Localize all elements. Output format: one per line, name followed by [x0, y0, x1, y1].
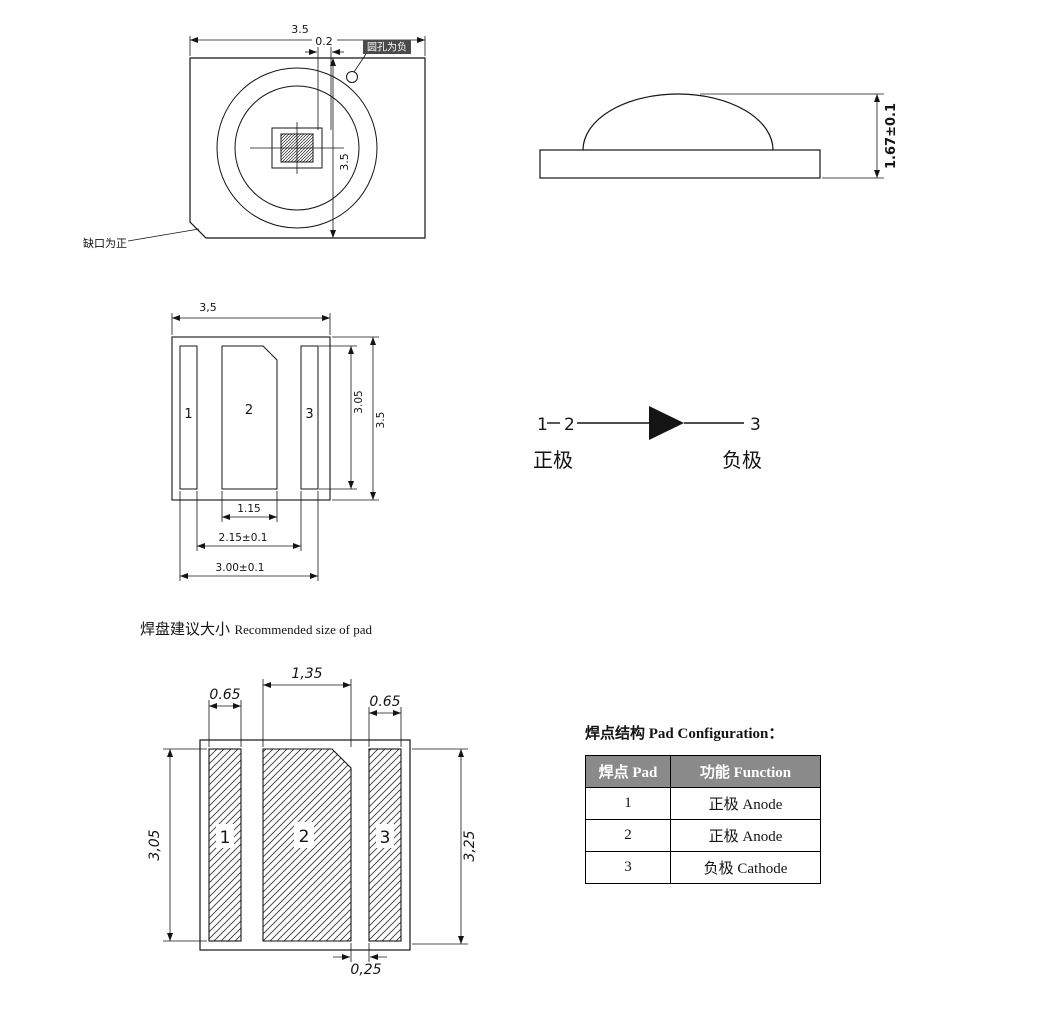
polarity-diagram: 1 2 3 正极 负极 [533, 406, 762, 472]
cathode-label: 负极 [722, 448, 762, 472]
polarity-hole [346, 71, 358, 83]
pad-1 [179, 345, 198, 490]
pad-2-label: 2 [299, 827, 310, 847]
pad-recommendation-note: 焊盘建议大小 Recommended size of pad [140, 618, 372, 639]
dim-pad1-width-label: 0.65 [209, 687, 240, 703]
pad-3-label: 3 [380, 828, 391, 848]
table-row: 2 正极 Anode [585, 819, 821, 852]
dim-pads-inner-label: 2.15±0.1 [219, 532, 268, 544]
pad-config-title: 焊点结构 Pad Configuration： [585, 726, 784, 742]
col-header-pad: 焊点 Pad [585, 755, 671, 788]
pin-1-label: 1 [537, 415, 548, 435]
cell-function-3: 负极 Cathode [670, 851, 821, 884]
notch-leader-line [127, 228, 200, 242]
pad-config-table: 焊点 Pad 功能 Function 1 正极 Anode 2 正极 Anode… [585, 755, 821, 884]
dim-pad3-width-label: 0.65 [369, 694, 400, 710]
pad-2 [221, 345, 278, 490]
cell-pad-3: 3 [585, 851, 671, 884]
top-view-drawing: 3.5 0.2 3.5 圆孔为负 缺口为正 [83, 23, 426, 250]
pad-1-label: 1 [220, 828, 231, 848]
pad-2-label: 2 [245, 403, 253, 418]
pad-3-label: 3 [305, 407, 313, 422]
dim-total-height-label: 3.5 [375, 412, 387, 429]
dim-hole-offset-label: 0.2 [315, 35, 333, 48]
side-view-drawing: 1.67±0.1 [539, 93, 899, 179]
dim-pads-outer [179, 491, 319, 581]
recommended-pad-layout-drawing: 1 2 3 0.65 1,35 0.65 3,05 3,25 [147, 666, 478, 978]
solder-pad-view-drawing: 1 2 3 3,5 3.05 3.5 1.15 2.15±0.1 3 [171, 301, 387, 581]
dim-pads-inner [196, 491, 302, 551]
cell-pad-1: 1 [585, 787, 671, 820]
anode-label: 正极 [533, 448, 573, 472]
hole-leader-line [353, 53, 367, 73]
diode-arrow [649, 406, 684, 440]
table-row: 1 正极 Anode [585, 787, 821, 820]
dim-pads-height-label: 3.05 [353, 390, 365, 413]
dim-side-height-label: 3.5 [338, 153, 351, 171]
pad-1-label: 1 [184, 407, 192, 422]
dim-total-height-label: 1.67±0.1 [884, 103, 899, 169]
dim-pads-outer-label: 3.00±0.1 [216, 562, 265, 574]
pad-2-label-backing [294, 822, 314, 848]
package-outline [171, 336, 331, 501]
pad-3 [300, 345, 319, 490]
pad-configuration-section: 焊点结构 Pad Configuration： 焊点 Pad 功能 Functi… [585, 722, 845, 884]
cell-pad-2: 2 [585, 819, 671, 852]
col-header-function: 功能 Function [670, 755, 821, 788]
dim-top-width-label: 3.5 [291, 23, 309, 36]
lens-dome [582, 93, 774, 151]
lens-outer-circle [216, 67, 378, 229]
note-cn: 焊盘建议大小 [140, 622, 231, 638]
pad-3-label-backing [376, 824, 394, 848]
dim-total-height [332, 336, 379, 501]
dim-right-height-label: 3,25 [462, 830, 478, 861]
pad-1-label-backing [216, 824, 234, 848]
package-outline [189, 57, 426, 239]
dim-right-height [412, 748, 468, 945]
hole-callout-box [363, 40, 411, 54]
dim-pad2-width-label: 1,35 [291, 666, 322, 682]
pcb-outline [199, 739, 411, 951]
dim-pad1-width [208, 700, 242, 747]
lens-inner-circle [234, 85, 360, 211]
dim-pads-height [319, 345, 357, 490]
dim-pads-height [163, 748, 207, 942]
dim-pad2-width [262, 679, 352, 747]
cell-function-1: 正极 Anode [670, 787, 821, 820]
dim-top-width-label: 3,5 [199, 301, 217, 314]
dim-pad2-width-label: 1.15 [237, 503, 260, 515]
pin-2-label: 2 [564, 415, 575, 435]
dim-pads-height-label: 3,05 [147, 829, 163, 860]
dim-pad3-width [368, 707, 402, 747]
base-outline [539, 149, 821, 179]
cell-function-2: 正极 Anode [670, 819, 821, 852]
table-row: 3 负极 Cathode [585, 851, 821, 884]
hole-callout-label: 圆孔为负 [367, 41, 407, 54]
dim-total-height [700, 93, 884, 179]
dim-top-width [171, 313, 331, 335]
table-header-row: 焊点 Pad 功能 Function [585, 755, 821, 788]
dim-gap-label: 0,25 [350, 962, 381, 978]
note-en: Recommended size of pad [234, 622, 373, 637]
notch-callout-label: 缺口为正 [83, 236, 127, 250]
dim-pad2-width [221, 491, 278, 522]
pin-3-label: 3 [750, 415, 761, 435]
dim-gap [333, 943, 387, 962]
chip-detail [250, 122, 344, 174]
dim-label-backing [312, 36, 337, 47]
